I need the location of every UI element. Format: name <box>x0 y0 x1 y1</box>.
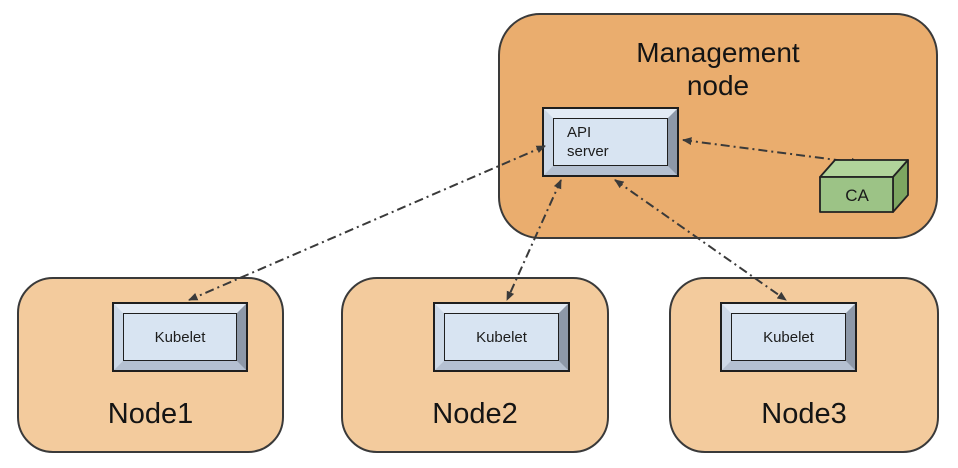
kubelet2-box: Kubelet <box>433 302 570 372</box>
node3-label: Node3 <box>761 398 847 430</box>
management-node-label: Management node <box>636 37 800 101</box>
node1-label: Node1 <box>107 398 194 430</box>
kubelet1-bevel: Kubelet <box>114 304 246 370</box>
api-server-label: API server <box>553 118 668 166</box>
kubelet1-box: Kubelet <box>112 302 248 372</box>
kubelet3-label: Kubelet <box>731 313 846 361</box>
kubelet2-bevel: Kubelet <box>435 304 568 370</box>
api-server-box: API server <box>542 107 679 177</box>
kubelet3-bevel: Kubelet <box>722 304 855 370</box>
api-server-bevel: API server <box>544 109 677 175</box>
kubelet1-label: Kubelet <box>123 313 237 361</box>
node2-label: Node2 <box>432 398 518 430</box>
kubelet3-box: Kubelet <box>720 302 857 372</box>
kubelet2-label: Kubelet <box>444 313 559 361</box>
